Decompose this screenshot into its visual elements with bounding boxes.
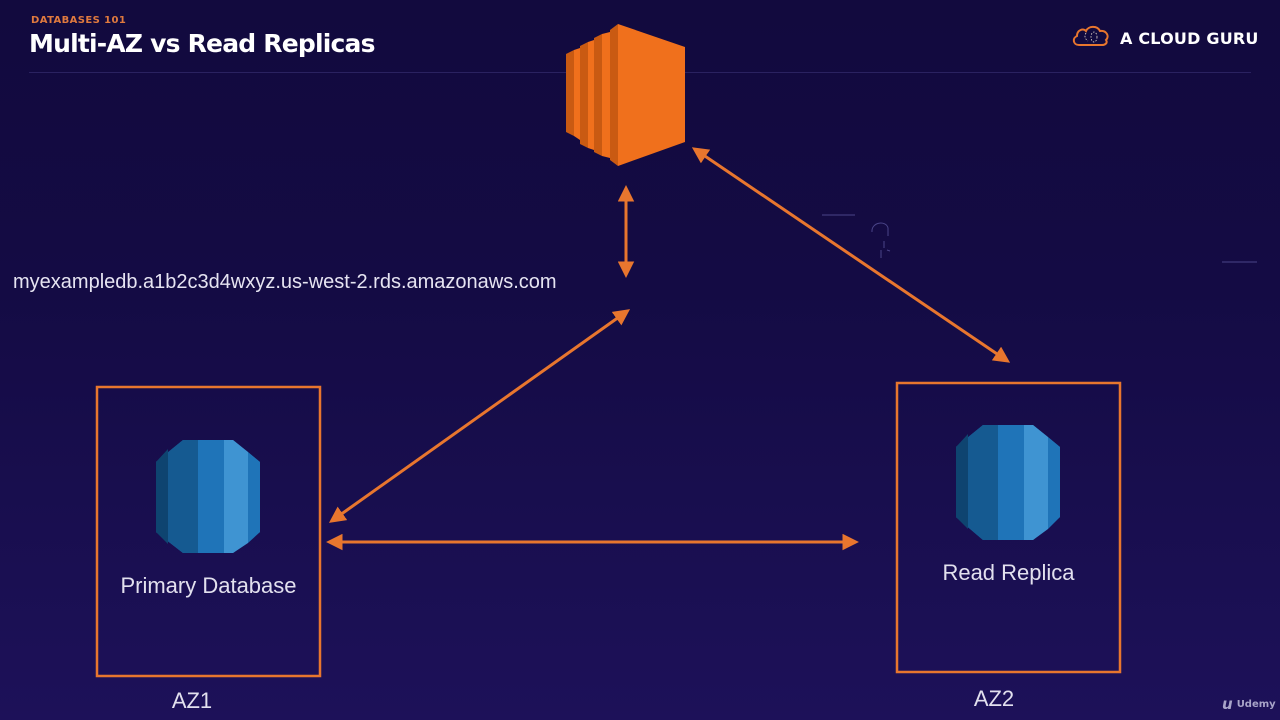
az2-box [895,381,1122,674]
page-title: Multi-AZ vs Read Replicas [29,29,375,58]
section-kicker: DATABASES 101 [31,15,127,26]
ec2-instance-icon [566,24,685,166]
stray-mark [871,222,891,258]
rds-database-icon-replica [956,425,1060,540]
arrow-endpoint-primary [328,309,631,523]
udemy-logo-icon: u [1222,695,1233,713]
udemy-label: Udemy [1236,698,1276,710]
udemy-watermark: u Udemy [1222,695,1276,713]
brand-logo: A CLOUD GURU [1070,24,1259,53]
read-replica-label: Read Replica [942,560,1075,585]
cloud-icon [1070,24,1112,53]
az1-box [95,385,322,678]
az2-label: AZ2 [973,686,1015,711]
rds-endpoint-label: myexampledb.a1b2c3d4wxyz.us-west-2.rds.a… [13,271,557,293]
az1-label: AZ1 [171,688,213,713]
rds-database-icon-primary [156,440,260,553]
brand-name: A CLOUD GURU [1120,29,1259,48]
arrow-ec2-replica [691,147,1011,363]
primary-database-label: Primary Database [120,573,297,598]
